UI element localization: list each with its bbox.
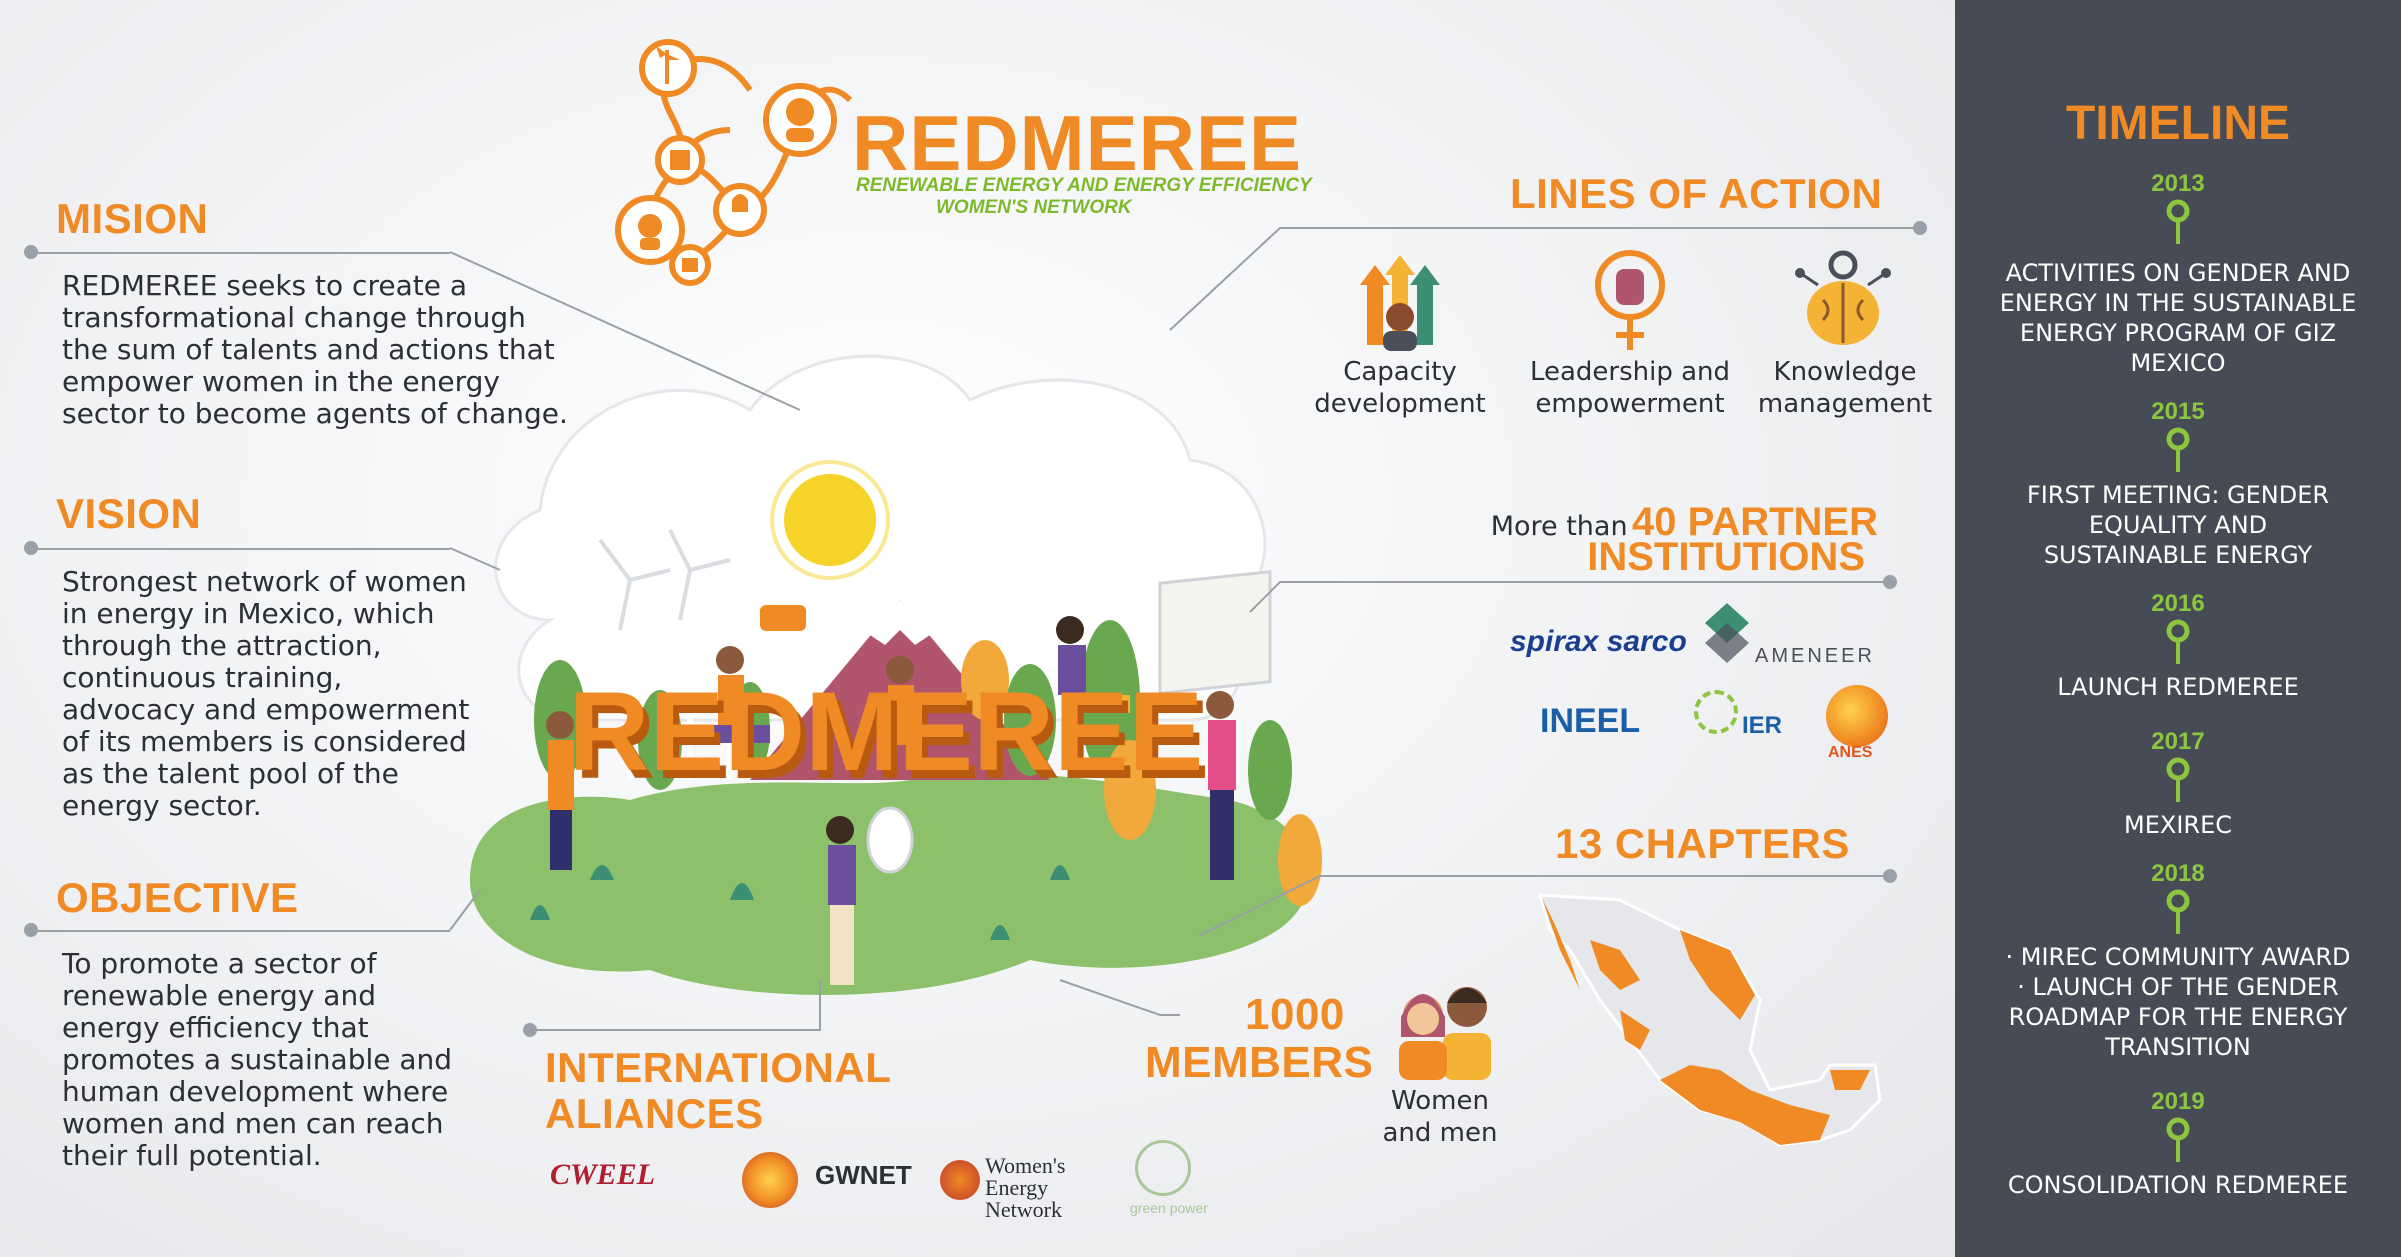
timeline-year-2019: 2019 [2151, 1088, 2205, 1115]
women-men-icon [1399, 987, 1491, 1080]
timeline-pin-icon [2166, 757, 2190, 802]
loa-capacity-label: Capacity development [1314, 357, 1486, 419]
timeline-pin-icon [2166, 427, 2190, 472]
mision-leader-line [30, 252, 450, 254]
logo-subtitle: RENEWABLE ENERGY AND ENERGY EFFICIENCY W… [856, 175, 1312, 219]
logo-title: REDMEREE [852, 99, 1303, 187]
timeline-sidebar: TIMELINE 2013 ACTIVITIES ON GENDER AND E… [1955, 0, 2401, 1257]
partner-logo-ier: IER [1742, 712, 1783, 739]
scene-title: REDMEREE [569, 669, 1204, 794]
vision-leader-line [30, 548, 450, 550]
timeline-text-2019: CONSOLIDATION REDMEREE [2007, 1171, 2349, 1199]
members-label: MEMBERS [1145, 1038, 1374, 1087]
brain-gear-icon [1795, 250, 1891, 345]
loa-leadership-label: Leadership and empowerment [1529, 357, 1731, 419]
timeline-pin-icon [2166, 199, 2190, 244]
ier-logo-icon [1694, 690, 1738, 734]
logo-subtitle-line1: RENEWABLE ENERGY AND ENERGY EFFICIENCY [856, 175, 1312, 196]
alliance-logo-wen: Women's Energy Network [985, 1153, 1066, 1222]
scene-title-shadow: REDMEREE [575, 677, 1210, 802]
connector-lines [449, 221, 1927, 1037]
arrows-person-icon [1360, 255, 1440, 351]
members-caption: Women and men [1382, 1086, 1498, 1148]
vision-leader-dot [24, 541, 38, 555]
logo-subtitle-line2: WOMEN'S NETWORK [936, 197, 1132, 218]
infographic-main: REDMEREE RENEWABLE ENERGY AND ENERGY EFF… [0, 0, 1955, 1257]
mexico-map [1537, 893, 1882, 1147]
loa-knowledge-label: Knowledge management [1757, 357, 1933, 419]
partners-prefix: More than [1490, 511, 1628, 542]
anes-logo-icon [1826, 685, 1888, 747]
partner-logo-spiraxsarco: spirax sarco [1510, 625, 1687, 658]
vision-heading: VISION [56, 490, 202, 537]
mision-heading: MISION [56, 195, 209, 242]
alliances-heading-line1: INTERNATIONAL [545, 1044, 892, 1091]
timeline-pin-icon [2166, 619, 2190, 664]
ameneer-logo-icon [1705, 603, 1749, 663]
timeline-text-2018: · MIREC COMMUNITY AWARD · LAUNCH OF THE … [2005, 943, 2351, 1061]
objective-text: To promote a sector of renewable energy … [62, 947, 453, 1172]
partner-logo-anes: ANES [1828, 744, 1873, 761]
logo-network-icon [615, 39, 853, 286]
timeline-text-2017: MEXIREC [2124, 811, 2232, 839]
greenpower-logo-icon [1135, 1140, 1191, 1196]
timeline-year-2018: 2018 [2151, 860, 2205, 887]
partner-logo-ameneer: AMENEER [1755, 645, 1875, 667]
partner-logo-ineel: INEEL [1540, 702, 1641, 740]
gwnet-logo-icon [742, 1152, 798, 1208]
objective-leader-line [30, 930, 450, 932]
timeline-text-2016: LAUNCH REDMEREE [2057, 673, 2299, 701]
mision-text: REDMEREE seeks to create a transformatio… [62, 269, 568, 430]
timeline-year-2017: 2017 [2151, 728, 2205, 755]
alliances-heading-line2: ALIANCES [545, 1090, 764, 1137]
fist-female-icon [1595, 250, 1665, 350]
timeline-pin-icon [2166, 889, 2190, 934]
members-number: 1000 [1245, 990, 1345, 1039]
timeline-title: TIMELINE [2066, 97, 2290, 150]
central-illustration: REDMEREE REDMEREE [470, 354, 1322, 995]
vision-text: Strongest network of women in energy in … [62, 565, 470, 822]
alliance-logo-greenpower: green power [1130, 1200, 1208, 1216]
objective-leader-dot [24, 923, 38, 937]
timeline-year-2016: 2016 [2151, 590, 2205, 617]
chapters-heading: 13 CHAPTERS [1555, 820, 1850, 867]
partners-highlight: 40 PARTNER [1632, 500, 1878, 544]
partners-title: More than 40 PARTNER [1478, 500, 1878, 545]
lines-of-action-heading: LINES OF ACTION [1510, 170, 1883, 217]
partners-highlight2: INSTITUTIONS [1587, 535, 1865, 579]
alliance-logo-gwnet: GWNET [815, 1160, 912, 1190]
mision-leader-dot [24, 245, 38, 259]
objective-heading: OBJECTIVE [56, 874, 299, 921]
alliance-logo-cweel: CWEEL [550, 1158, 656, 1191]
alliances-heading: INTERNATIONAL ALIANCES [545, 1045, 891, 1137]
timeline-pin-icon [2166, 1117, 2190, 1162]
wen-logo-icon [940, 1160, 980, 1200]
timeline-text-2015: FIRST MEETING: GENDER EQUALITY AND SUSTA… [2026, 481, 2330, 569]
timeline-text-2013: ACTIVITIES ON GENDER AND ENERGY IN THE S… [1999, 259, 2357, 377]
timeline-year-2015: 2015 [2151, 398, 2205, 425]
timeline-year-2013: 2013 [2151, 170, 2205, 197]
